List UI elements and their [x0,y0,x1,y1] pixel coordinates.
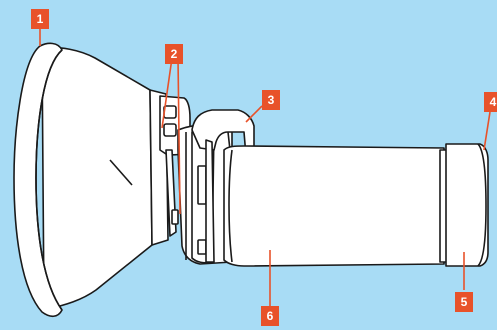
callout-4: 4 [484,92,497,112]
valve-flap-lower [164,124,176,136]
callout-1: 1 [31,9,49,29]
callout-6: 6 [261,306,279,326]
spacer-chamber [224,146,444,266]
leader-line-4 [484,112,490,150]
mask-part [14,43,168,316]
mask-cone-body [42,47,152,310]
leader-line-2b [178,58,180,214]
leader-line-3 [246,106,262,122]
callout-2: 2 [165,44,183,64]
callout-3: 3 [262,90,280,110]
valve-flap-upper [164,106,176,118]
callout-5: 5 [455,292,473,312]
end-cap [440,144,488,266]
